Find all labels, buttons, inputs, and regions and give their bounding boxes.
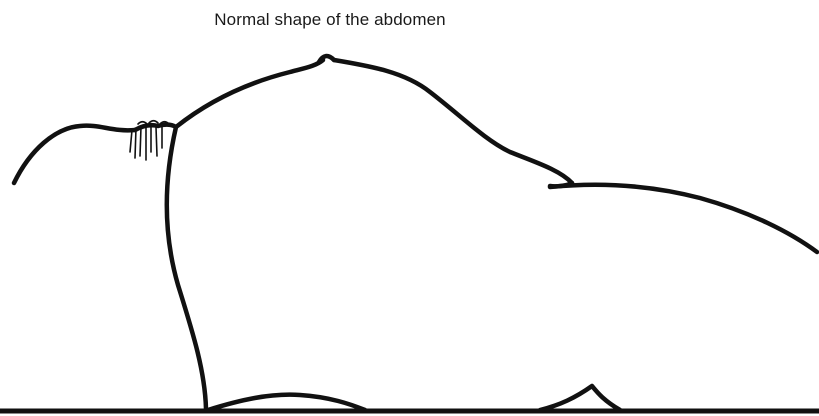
buttock-contour	[208, 395, 365, 410]
navel-bump	[319, 56, 334, 62]
chest-line	[176, 60, 323, 127]
back-contour	[167, 127, 206, 409]
thigh-line	[550, 185, 817, 252]
abdomen-contour	[334, 60, 572, 183]
heel-contour	[540, 386, 620, 410]
head-outline	[14, 126, 135, 183]
